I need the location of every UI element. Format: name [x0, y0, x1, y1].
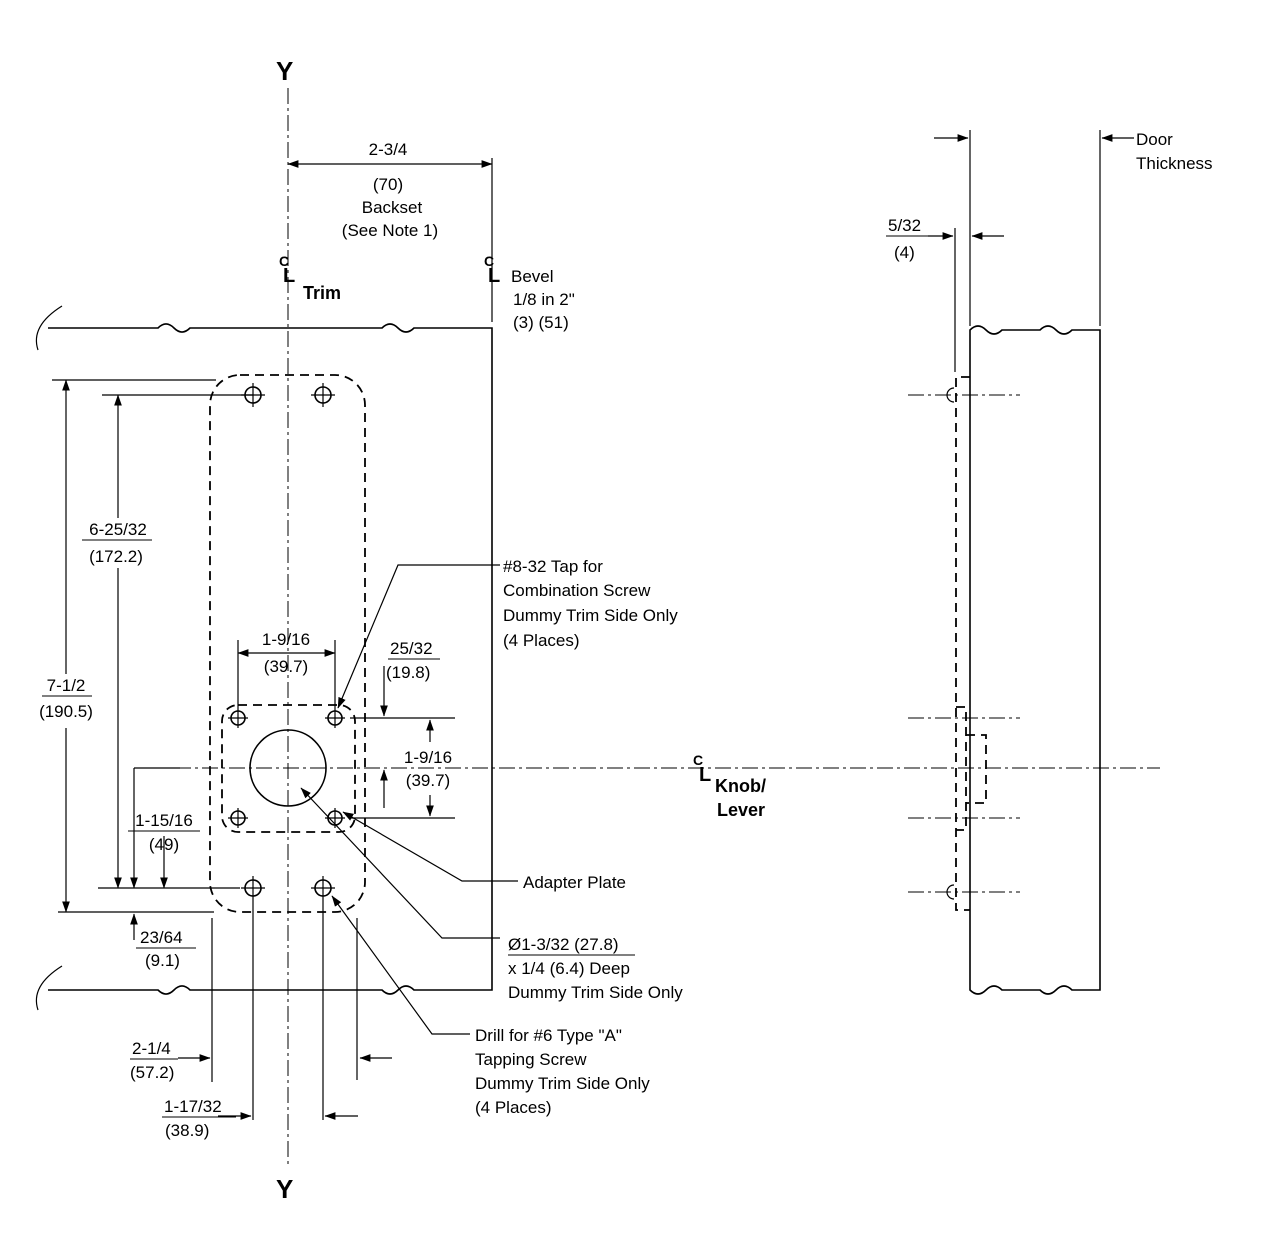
- dim-1-9-16-v-value: 1-9/16: [404, 748, 452, 767]
- tap-hole-lower-left: [228, 808, 248, 828]
- break-line-top: [35, 305, 63, 351]
- tap-callout-1: #8-32 Tap for: [503, 557, 603, 576]
- cl-knob-symbol: C: [693, 752, 703, 768]
- side-view: Door Thickness 5/32 (4): [886, 130, 1213, 995]
- backset-value: 2-3/4: [369, 140, 408, 159]
- cl-trim-sub: L: [283, 265, 295, 287]
- bore-callout-2: x 1/4 (6.4) Deep: [508, 959, 630, 978]
- dim-1-15-16-value: 1-15/16: [135, 811, 193, 830]
- cl-trim-symbol: C: [279, 253, 289, 269]
- drill-callout-2: Tapping Screw: [475, 1050, 587, 1069]
- bore-callout-3: Dummy Trim Side Only: [508, 983, 683, 1002]
- side-offset-value: 5/32: [888, 216, 921, 235]
- tap-hole-upper-left: [228, 708, 248, 728]
- door-edge-outline: [969, 325, 1101, 995]
- cl-knob-sub: L: [699, 764, 711, 786]
- dim-2-1-4-metric: (57.2): [130, 1063, 174, 1082]
- drill-callout-3: Dummy Trim Side Only: [475, 1074, 650, 1093]
- dim-1-9-16-h-value: 1-9/16: [262, 630, 310, 649]
- cl-knob-label-1: Knob/: [715, 776, 766, 796]
- backset-note: (See Note 1): [342, 221, 438, 240]
- dim-2-1-4-value: 2-1/4: [132, 1039, 171, 1058]
- dim-6-25-32-value: 6-25/32: [89, 520, 147, 539]
- backset-label: Backset: [362, 198, 423, 217]
- adapter-side-profile: [956, 706, 967, 831]
- door-thickness-2: Thickness: [1136, 154, 1213, 173]
- cl-bevel-symbol: C: [484, 253, 494, 269]
- adapter-leader: [342, 811, 518, 882]
- y-label-bottom: Y: [276, 1174, 293, 1204]
- cl-knob-label-2: Lever: [717, 800, 765, 820]
- drill-callout-1: Drill for #6 Type "A": [475, 1026, 622, 1045]
- dim-7-1-2-metric: (190.5): [39, 702, 93, 721]
- cl-trim-label: Trim: [303, 283, 341, 303]
- dim-6-25-32-metric: (172.2): [89, 547, 143, 566]
- break-line-bottom: [35, 965, 63, 1011]
- adapter-plate-outline: [221, 704, 356, 833]
- tap-callout-4: (4 Places): [503, 631, 580, 650]
- y-label-top: Y: [276, 56, 293, 86]
- bevel-label: Bevel: [511, 267, 554, 286]
- backset-metric: (70): [373, 175, 403, 194]
- drill-callout-4: (4 Places): [475, 1098, 552, 1117]
- adapter-callout: Adapter Plate: [523, 873, 626, 892]
- dim-1-9-16-v-metric: (39.7): [406, 771, 450, 790]
- dim-1-9-16-h-metric: (39.7): [264, 657, 308, 676]
- hole-top-right: [311, 383, 335, 407]
- side-offset-metric: (4): [894, 243, 915, 262]
- tap-callout-3: Dummy Trim Side Only: [503, 606, 678, 625]
- drill-leader: [331, 895, 470, 1035]
- screw-holes: [228, 383, 345, 1120]
- tap-callout-2: Combination Screw: [503, 581, 651, 600]
- front-view: Y Y: [35, 56, 1160, 1204]
- bore-hole: [249, 729, 327, 807]
- door-thickness-1: Door: [1136, 130, 1173, 149]
- cl-bevel-sub: L: [488, 265, 500, 287]
- dim-25-32-value: 25/32: [390, 639, 433, 658]
- bore-callout-1: Ø1-3/32 (27.8): [508, 935, 619, 954]
- hole-bottom-right: [311, 876, 335, 1120]
- door-front-outline: [48, 323, 493, 995]
- dim-23-64-metric: (9.1): [145, 951, 180, 970]
- hole-bottom-left: [241, 876, 265, 1120]
- dim-25-32-metric: (19.8): [386, 663, 430, 682]
- dim-7-1-2-value: 7-1/2: [47, 676, 86, 695]
- dim-23-64-value: 23/64: [140, 928, 183, 947]
- trim-side-profile: [955, 376, 970, 911]
- dim-1-17-32-metric: (38.9): [165, 1121, 209, 1140]
- tap-hole-upper-right: [325, 708, 345, 728]
- bevel-metric: (3) (51): [513, 313, 569, 332]
- bevel-value: 1/8 in 2": [513, 290, 575, 309]
- bore-leader: [300, 787, 500, 939]
- dim-1-15-16-metric: (49): [149, 835, 179, 854]
- cylinder-side-profile: [966, 734, 987, 804]
- tap-leader: [337, 564, 500, 709]
- dim-1-17-32-value: 1-17/32: [164, 1097, 222, 1116]
